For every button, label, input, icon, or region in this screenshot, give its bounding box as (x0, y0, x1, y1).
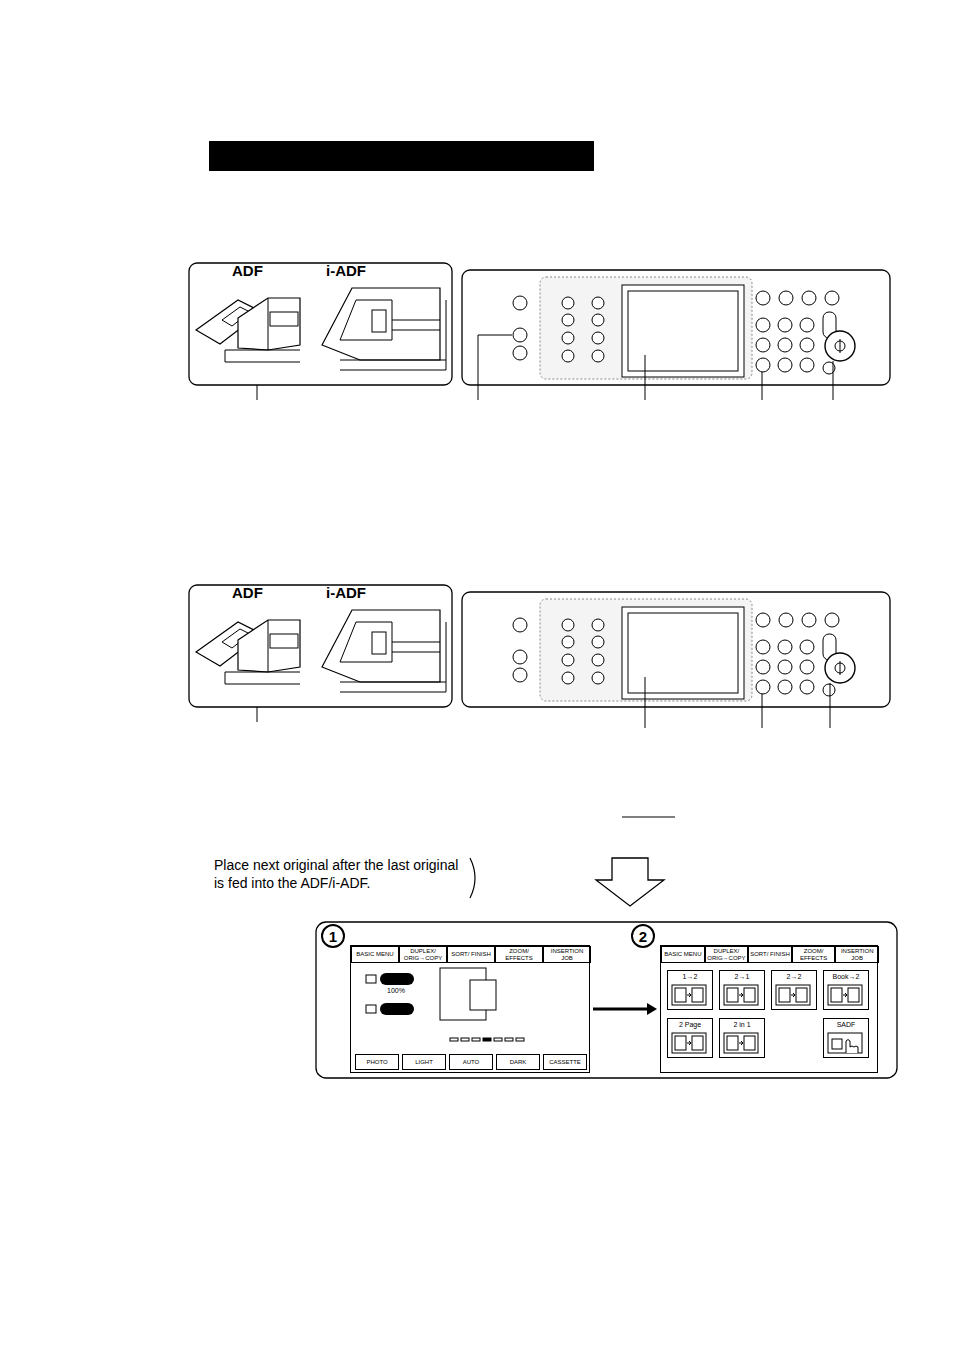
menu-tab: BASIC MENU (351, 946, 399, 963)
flow-arrow (593, 1003, 657, 1015)
icon-stroke (724, 1033, 758, 1053)
button-text: DARK (509, 1059, 528, 1066)
screen-panel (316, 922, 897, 1078)
icon-stroke (848, 988, 859, 1002)
icon-stroke (739, 1041, 743, 1045)
icon-stroke (672, 985, 706, 1005)
icon-stroke (791, 993, 795, 997)
button-text: SADF (836, 1021, 857, 1029)
menu-tab: ZOOM/ EFFECTS (495, 946, 543, 963)
step-number: 1 (321, 924, 345, 948)
tab-text: DUPLEX/ ORIG→COPY (706, 948, 748, 962)
tab-text: DUPLEX/ ORIG→COPY (400, 948, 446, 962)
icon-stroke (831, 988, 842, 1002)
tab-text: BASIC MENU (663, 951, 702, 958)
icon-stroke (692, 1036, 703, 1050)
button-text: 2 Page (678, 1021, 702, 1029)
tab-text: SORT/ FINISH (749, 951, 791, 958)
icon-stroke (832, 1039, 842, 1049)
function-button: 1→2 (667, 970, 713, 1010)
feeder-name: ADF (232, 262, 292, 281)
screen-button: AUTO (449, 1054, 493, 1070)
button-text: PHOTO (365, 1059, 388, 1066)
screen-button: PHOTO (355, 1054, 399, 1070)
row-one (189, 263, 890, 385)
menu-tab: INSERTION JOB (835, 946, 879, 963)
step-number: 2 (631, 924, 655, 948)
screen-two-art (660, 945, 878, 1073)
tab-text: INSERTION JOB (836, 948, 878, 962)
icon-stroke (739, 993, 743, 997)
zoom-ratio: 100% (376, 987, 416, 996)
screen-one-art (350, 945, 590, 1073)
button-text: Book→2 (832, 973, 861, 981)
icon-stroke (727, 988, 738, 1002)
icon-stroke (843, 993, 847, 997)
arrow-shaft (593, 1008, 647, 1011)
button-text: 1→2 (682, 973, 699, 981)
tab-text: INSERTION JOB (544, 948, 590, 962)
menu-tab: DUPLEX/ ORIG→COPY (705, 946, 749, 963)
feeder-name: i-ADF (326, 584, 386, 603)
icon-stroke (675, 1036, 686, 1050)
tab-text: ZOOM/ EFFECTS (793, 948, 835, 962)
button-text: 2→2 (786, 973, 803, 981)
function-button: 2→2 (771, 970, 817, 1010)
underline (622, 817, 675, 818)
icon-stroke (672, 1033, 706, 1053)
leader-lines (257, 335, 833, 728)
function-button: 2 in 1 (719, 1018, 765, 1058)
icon-stroke (744, 988, 755, 1002)
icon-stroke (744, 1036, 755, 1050)
button-text: LIGHT (414, 1059, 434, 1066)
function-button: 2→1 (719, 970, 765, 1010)
menu-tab: INSERTION JOB (543, 946, 591, 963)
screen-button: DARK (496, 1054, 540, 1070)
title-bar (209, 141, 594, 171)
row-two (189, 585, 890, 707)
icon-stroke (846, 1040, 858, 1054)
icon-stroke (692, 988, 703, 1002)
function-button: Book→2 (823, 970, 869, 1010)
icon-stroke (724, 985, 758, 1005)
arrow-head (647, 1003, 657, 1015)
icon-stroke (796, 988, 807, 1002)
screen-button: LIGHT (402, 1054, 446, 1070)
icon-stroke (776, 985, 810, 1005)
icon-stroke (727, 1036, 738, 1050)
instruction-note: Place next original after the last origi… (214, 857, 466, 892)
menu-tab: DUPLEX/ ORIG→COPY (399, 946, 447, 963)
menu-tab: SORT/ FINISH (748, 946, 792, 963)
tab-text: ZOOM/ EFFECTS (496, 948, 542, 962)
menu-tab: SORT/ FINISH (447, 946, 495, 963)
icon-stroke (779, 988, 790, 1002)
menu-tab: BASIC MENU (661, 946, 705, 963)
tab-text: SORT/ FINISH (450, 951, 492, 958)
icon-stroke (828, 1033, 862, 1053)
function-button: SADF (823, 1018, 869, 1058)
icon-stroke (828, 985, 862, 1005)
menu-tab: ZOOM/ EFFECTS (792, 946, 836, 963)
bracket (470, 858, 475, 898)
touch-screen: 2BASIC MENUDUPLEX/ ORIG→COPYSORT/ FINISH… (660, 945, 878, 1073)
feeder-name: ADF (232, 584, 292, 603)
button-text: CASSETTE (548, 1059, 582, 1066)
screen-button: CASSETTE (543, 1054, 587, 1070)
touch-screen: 1BASIC MENUDUPLEX/ ORIG→COPYSORT/ FINISH… (350, 945, 590, 1073)
button-icons (672, 985, 862, 1053)
icon-stroke (675, 988, 686, 1002)
tab-text: BASIC MENU (355, 951, 394, 958)
icon-stroke (687, 1041, 691, 1045)
down-arrow (596, 858, 664, 906)
button-text: 2→1 (734, 973, 751, 981)
feeder-name: i-ADF (326, 262, 386, 281)
button-text: 2 in 1 (732, 1021, 751, 1029)
button-text: AUTO (462, 1059, 481, 1066)
icon-stroke (687, 993, 691, 997)
function-button: 2 Page (667, 1018, 713, 1058)
